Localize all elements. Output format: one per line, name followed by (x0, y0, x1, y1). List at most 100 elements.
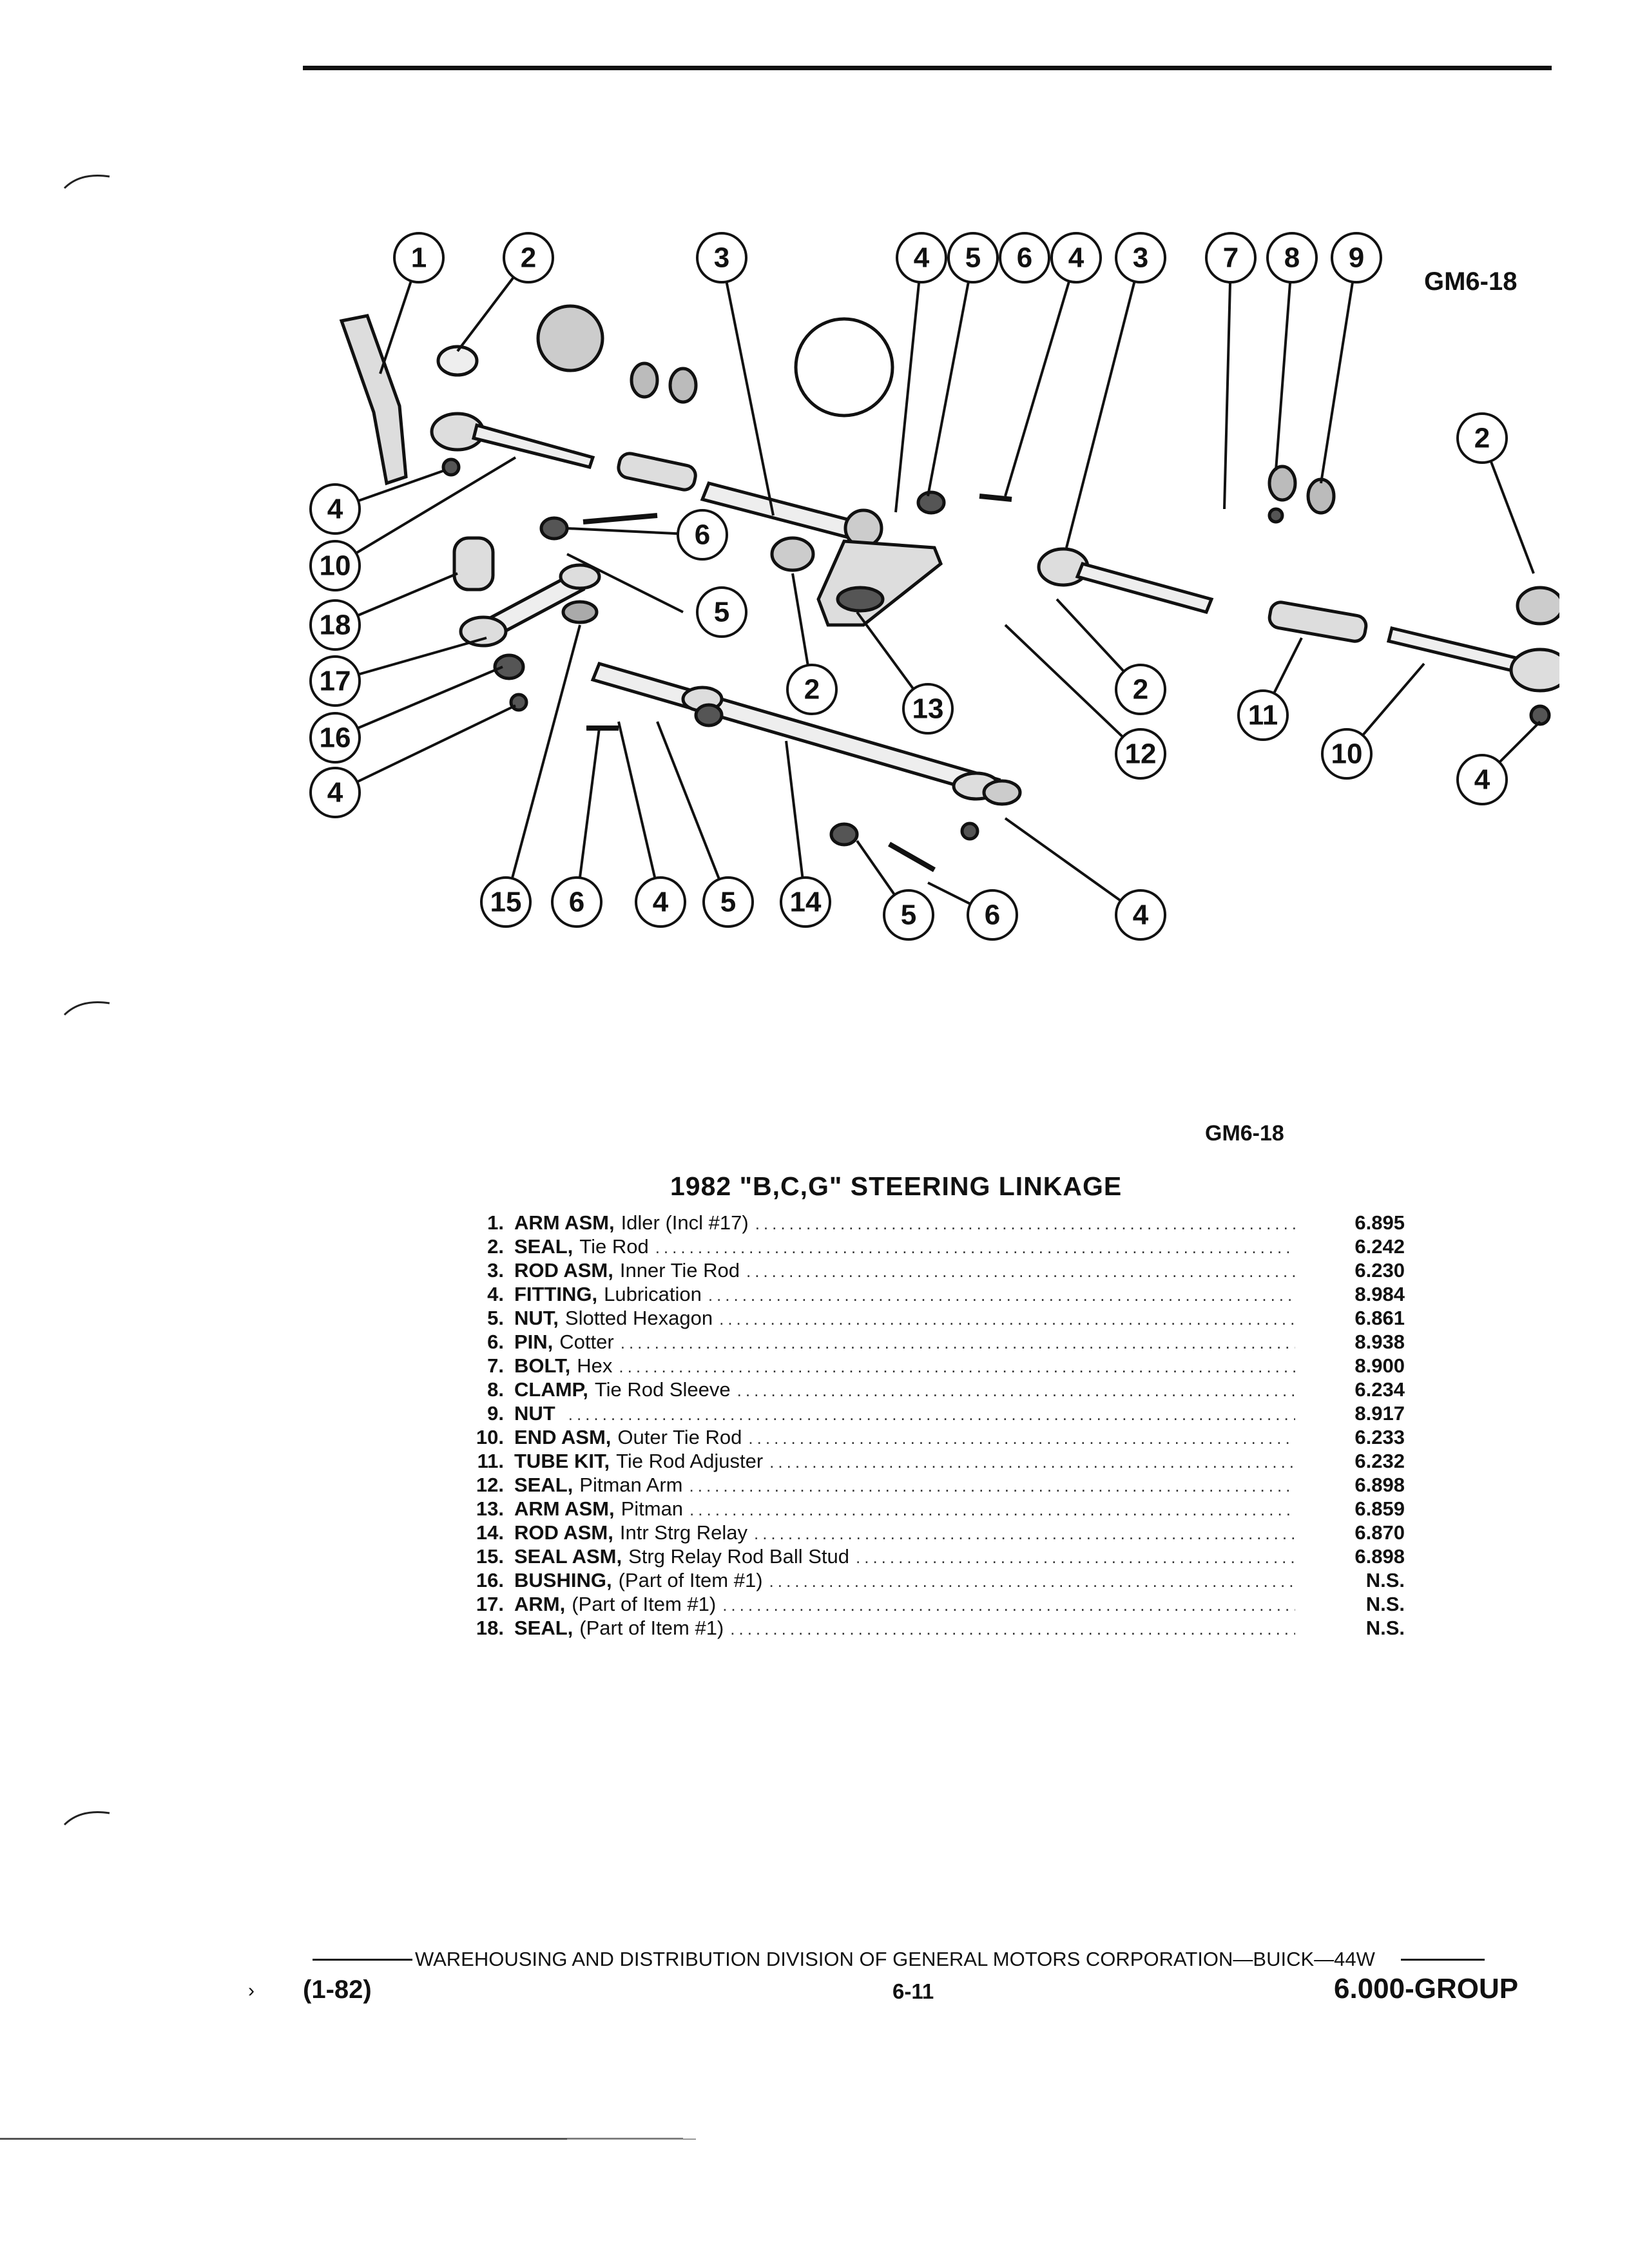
parts-list-row: 10. END ASM, Outer Tie Rod 6.233 (445, 1426, 1405, 1450)
part-name: TUBE KIT, (514, 1450, 610, 1472)
parts-list-row: 4. FITTING, Lubrication 8.984 (445, 1283, 1405, 1307)
part-code: 6.230 (1354, 1259, 1405, 1282)
callout-label: 6 (985, 899, 1000, 931)
dot-leader (737, 1381, 1295, 1401)
callout-label: 4 (653, 887, 669, 918)
part-name: ROD ASM, (514, 1259, 613, 1282)
part-description: (Part of Item #1) (579, 1617, 724, 1639)
footer-date: (1-82) (303, 1975, 372, 2004)
steering-linkage-diagram: 1 2 3 4 5 6 4 3 7 8 9 2 4 10 18 17 16 4 … (309, 232, 1559, 941)
dot-leader (568, 1405, 1295, 1425)
callout-label: 5 (714, 597, 729, 628)
callout-label: 7 (1223, 242, 1239, 274)
parts-list-row: 17. ARM, (Part of Item #1) N.S. (445, 1593, 1405, 1617)
part-code: 6.895 (1354, 1211, 1405, 1234)
part-code: 6.234 (1354, 1378, 1405, 1401)
dot-leader (856, 1548, 1295, 1568)
part-number: 3. (487, 1259, 504, 1282)
callout-label: 16 (320, 722, 351, 754)
callout-label: 5 (901, 899, 916, 931)
part-number: 1. (487, 1211, 504, 1234)
footer-dash (313, 1958, 412, 1961)
diagram-code-label: GM6-18 (1424, 267, 1518, 296)
margin-mark (63, 1001, 110, 1016)
dot-leader (689, 1500, 1295, 1520)
footer-corporation-line: WAREHOUSING AND DISTRIBUTION DIVISION OF… (313, 1948, 1524, 1971)
parts-list-row: 11. TUBE KIT, Tie Rod Adjuster 6.232 (445, 1450, 1405, 1474)
part-number: 8. (487, 1378, 504, 1401)
part-number: 9. (487, 1402, 504, 1425)
part-code: 6.242 (1354, 1235, 1405, 1258)
parts-list-row: 16. BUSHING, (Part of Item #1) N.S. (445, 1569, 1405, 1593)
dot-leader (730, 1619, 1295, 1639)
dot-leader (769, 1571, 1295, 1591)
part-name: ARM, (514, 1593, 566, 1615)
part-description: Lubrication (604, 1283, 702, 1305)
dot-leader (754, 1524, 1295, 1544)
callout-label: 15 (490, 887, 522, 918)
part-name: PIN, (514, 1331, 554, 1353)
part-description: Cotter (559, 1331, 614, 1353)
margin-mark (63, 174, 110, 189)
part-number: 5. (487, 1307, 504, 1329)
part-code: 8.900 (1354, 1354, 1405, 1377)
part-number: 17. (476, 1593, 504, 1615)
margin-mark (63, 1811, 110, 1826)
part-code: N.S. (1365, 1617, 1405, 1639)
part-description: Strg Relay Rod Ball Stud (628, 1545, 849, 1568)
callout-label: 4 (1474, 764, 1490, 796)
part-name: CLAMP, (514, 1378, 588, 1401)
part-name: SEAL, (514, 1617, 574, 1639)
page-number: 6-11 (892, 1979, 934, 2003)
part-name: ARM ASM, (514, 1211, 615, 1234)
callout-label: 4 (327, 494, 343, 525)
part-description: Pitman (621, 1497, 684, 1520)
part-description: Idler (Incl #17) (621, 1211, 749, 1234)
part-description: (Part of Item #1) (572, 1593, 717, 1615)
parts-list-row: 5. NUT, Slotted Hexagon 6.861 (445, 1307, 1405, 1331)
callout-label: 1 (411, 242, 427, 274)
callout-label: 8 (1284, 242, 1300, 274)
footer-dash (1400, 1958, 1485, 1961)
footer-group: 6.000-GROUP (1334, 1973, 1519, 2004)
bottom-rule-faint (567, 2138, 696, 2140)
callout-label: 2 (521, 242, 536, 274)
part-name: FITTING, (514, 1283, 598, 1305)
callout-label: 6 (695, 519, 710, 551)
callout-label: 2 (804, 674, 820, 706)
part-name: SEAL ASM, (514, 1545, 622, 1568)
dot-leader (619, 1357, 1295, 1377)
part-description: (Part of Item #1) (618, 1569, 763, 1591)
callout-label: 5 (965, 242, 981, 274)
parts-list-row: 3. ROD ASM, Inner Tie Rod 6.230 (445, 1259, 1405, 1283)
part-description: Tie Rod Sleeve (594, 1378, 731, 1401)
callout-label: 4 (1068, 242, 1084, 274)
part-description: Tie Rod (579, 1235, 649, 1258)
part-code: 6.232 (1354, 1450, 1405, 1472)
part-code: 6.233 (1354, 1426, 1405, 1448)
callout-label: 5 (720, 887, 736, 918)
part-name: ARM ASM, (514, 1497, 615, 1520)
callout-label: 18 (320, 610, 351, 641)
parts-list-row: 12. SEAL, Pitman Arm 6.898 (445, 1474, 1405, 1497)
part-description: Inner Tie Rod (619, 1259, 740, 1282)
part-name: SEAL, (514, 1235, 574, 1258)
dot-leader (769, 1452, 1295, 1472)
linkage-parts (339, 304, 1559, 872)
callout-label: 6 (569, 887, 584, 918)
margin-tick: › (248, 1980, 255, 2001)
dot-leader (755, 1214, 1295, 1234)
dot-leader (689, 1476, 1295, 1496)
bottom-rule (0, 2138, 683, 2140)
dot-leader (746, 1262, 1295, 1282)
part-name: SEAL, (514, 1474, 574, 1496)
part-description: Outer Tie Rod (617, 1426, 742, 1448)
callout-label: 14 (790, 887, 822, 918)
callout-label: 3 (714, 242, 729, 274)
part-name: NUT, (514, 1307, 559, 1329)
part-name: ROD ASM, (514, 1521, 613, 1544)
part-number: 18. (476, 1617, 504, 1639)
callout-label: 2 (1474, 423, 1490, 454)
part-description: Intr Strg Relay (619, 1521, 747, 1544)
part-code: 6.870 (1354, 1521, 1405, 1544)
